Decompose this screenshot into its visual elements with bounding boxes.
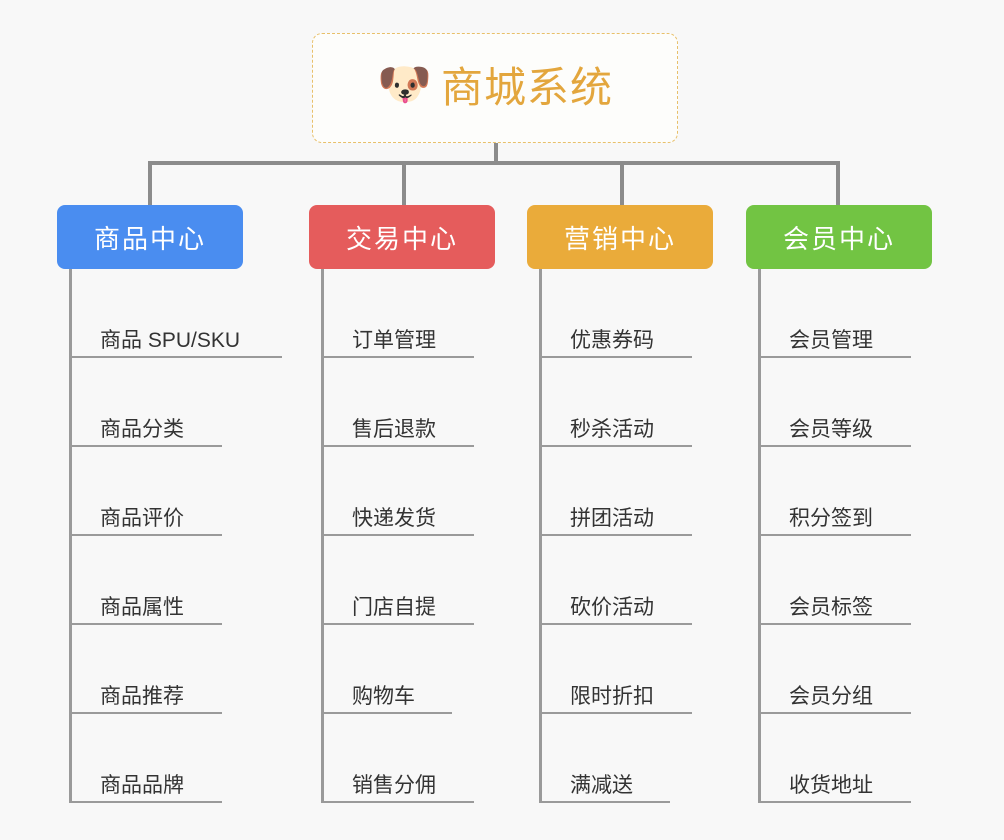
- branch-item-rule: [761, 712, 911, 714]
- branch-column-product-center: 商品中心商品 SPU/SKU 商品分类商品评价商品属性商品推荐商品品牌: [57, 205, 282, 803]
- branch-item-rule: [324, 445, 474, 447]
- branch-item-rule: [72, 712, 222, 714]
- branch-item-rule: [542, 356, 692, 358]
- connector-drop-1: [148, 161, 152, 207]
- branch-item-rule: [72, 623, 222, 625]
- branch-item[interactable]: 会员管理: [761, 269, 932, 358]
- branch-item-label: 积分签到: [789, 507, 873, 530]
- branch-item-label: 商品品牌: [100, 774, 184, 797]
- branch-item-label: 会员管理: [789, 329, 873, 352]
- branch-item[interactable]: 商品 SPU/SKU: [72, 269, 282, 358]
- branch-item-label: 收货地址: [789, 774, 873, 797]
- branch-item-rule: [542, 534, 692, 536]
- branch-header-product-center[interactable]: 商品中心: [57, 205, 243, 269]
- branch-item[interactable]: 限时折扣: [542, 625, 713, 714]
- branch-item-rule: [542, 712, 692, 714]
- branch-item-label: 秒杀活动: [570, 418, 654, 441]
- branch-item-rule: [761, 356, 911, 358]
- branch-item-label: 砍价活动: [570, 596, 654, 619]
- branch-item-list: 订单管理售后退款快递发货门店自提购物车销售分佣: [321, 269, 495, 803]
- branch-column-marketing-center: 营销中心优惠券码秒杀活动拼团活动砍价活动限时折扣满减送: [527, 205, 713, 803]
- branch-item[interactable]: 售后退款: [324, 358, 495, 447]
- branch-item-label: 优惠券码: [570, 329, 654, 352]
- branch-item-rule: [72, 534, 222, 536]
- branch-header-member-center[interactable]: 会员中心: [746, 205, 932, 269]
- branch-item[interactable]: 拼团活动: [542, 447, 713, 536]
- branch-item-label: 商品 SPU/SKU: [100, 329, 241, 352]
- branch-item-label: 销售分佣: [352, 774, 436, 797]
- branch-item-label: 门店自提: [352, 596, 436, 619]
- root-node[interactable]: 🐶 商城系统: [312, 33, 678, 143]
- branch-item-rule: [761, 534, 911, 536]
- branch-item-label: 满减送: [570, 774, 633, 797]
- branch-header-marketing-center[interactable]: 营销中心: [527, 205, 713, 269]
- branch-item-rule: [324, 712, 452, 714]
- branch-item-label: 订单管理: [352, 329, 436, 352]
- branch-item-label: 商品分类: [100, 418, 184, 441]
- branch-item[interactable]: 收货地址: [761, 714, 932, 803]
- branch-item-label: 会员标签: [789, 596, 873, 619]
- branch-item[interactable]: 满减送: [542, 714, 713, 803]
- branch-item-label: 售后退款: [352, 418, 436, 441]
- branch-item-label: 商品评价: [100, 507, 184, 530]
- branch-item[interactable]: 商品分类: [72, 358, 243, 447]
- branch-item-rule: [542, 623, 692, 625]
- dog-face-icon: 🐶: [376, 60, 432, 109]
- branch-header-trade-center[interactable]: 交易中心: [309, 205, 495, 269]
- branch-item-rule: [542, 445, 692, 447]
- branch-item[interactable]: 购物车: [324, 625, 495, 714]
- branch-item-label: 快递发货: [352, 507, 436, 530]
- branch-item[interactable]: 商品属性: [72, 536, 243, 625]
- branch-item-label: 商品属性: [100, 596, 184, 619]
- branch-item-rule: [761, 445, 911, 447]
- branch-item[interactable]: 商品推荐: [72, 625, 243, 714]
- branch-item-rule: [324, 356, 474, 358]
- branch-item-rule: [761, 623, 911, 625]
- branch-item-label: 购物车: [352, 685, 415, 708]
- branch-item-rule: [324, 623, 474, 625]
- branch-item-rule: [324, 801, 474, 803]
- connector-drop-2: [402, 161, 406, 207]
- branch-item-rule: [761, 801, 911, 803]
- branch-item[interactable]: 门店自提: [324, 536, 495, 625]
- branch-header-label: 会员中心: [782, 223, 895, 254]
- branch-item[interactable]: 会员分组: [761, 625, 932, 714]
- branch-header-label: 商品中心: [93, 223, 206, 254]
- branch-item[interactable]: 商品评价: [72, 447, 243, 536]
- branch-item-label: 商品推荐: [100, 685, 184, 708]
- connector-drop-3: [620, 161, 624, 207]
- branch-item-label: 拼团活动: [570, 507, 654, 530]
- branch-item-list: 优惠券码秒杀活动拼团活动砍价活动限时折扣满减送: [539, 269, 713, 803]
- branch-item-rule: [72, 356, 282, 358]
- branch-column-trade-center: 交易中心订单管理售后退款快递发货门店自提购物车销售分佣: [309, 205, 495, 803]
- branch-item[interactable]: 销售分佣: [324, 714, 495, 803]
- branch-item[interactable]: 快递发货: [324, 447, 495, 536]
- branch-item[interactable]: 订单管理: [324, 269, 495, 358]
- root-node-label: 商城系统: [440, 64, 613, 111]
- connector-horizontal-bus: [148, 161, 840, 165]
- branch-item[interactable]: 商品品牌: [72, 714, 243, 803]
- branch-column-member-center: 会员中心会员管理会员等级积分签到会员标签会员分组收货地址: [746, 205, 932, 803]
- connector-root-stem: [494, 143, 498, 165]
- branch-item-rule: [542, 801, 670, 803]
- branch-item[interactable]: 砍价活动: [542, 536, 713, 625]
- connector-drop-4: [836, 161, 840, 207]
- branch-header-label: 营销中心: [563, 223, 676, 254]
- branch-item-label: 会员等级: [789, 418, 873, 441]
- branch-item[interactable]: 会员等级: [761, 358, 932, 447]
- branch-item-rule: [72, 801, 222, 803]
- branch-item[interactable]: 优惠券码: [542, 269, 713, 358]
- branch-item-list: 会员管理会员等级积分签到会员标签会员分组收货地址: [758, 269, 932, 803]
- branch-header-label: 交易中心: [345, 223, 458, 254]
- branch-item-rule: [324, 534, 474, 536]
- branch-item-list: 商品 SPU/SKU 商品分类商品评价商品属性商品推荐商品品牌: [69, 269, 282, 803]
- branch-item-label: 限时折扣: [570, 685, 654, 708]
- branch-item-rule: [72, 445, 222, 447]
- branch-item[interactable]: 积分签到: [761, 447, 932, 536]
- branch-item[interactable]: 会员标签: [761, 536, 932, 625]
- branch-item[interactable]: 秒杀活动: [542, 358, 713, 447]
- branch-item-label: 会员分组: [789, 685, 873, 708]
